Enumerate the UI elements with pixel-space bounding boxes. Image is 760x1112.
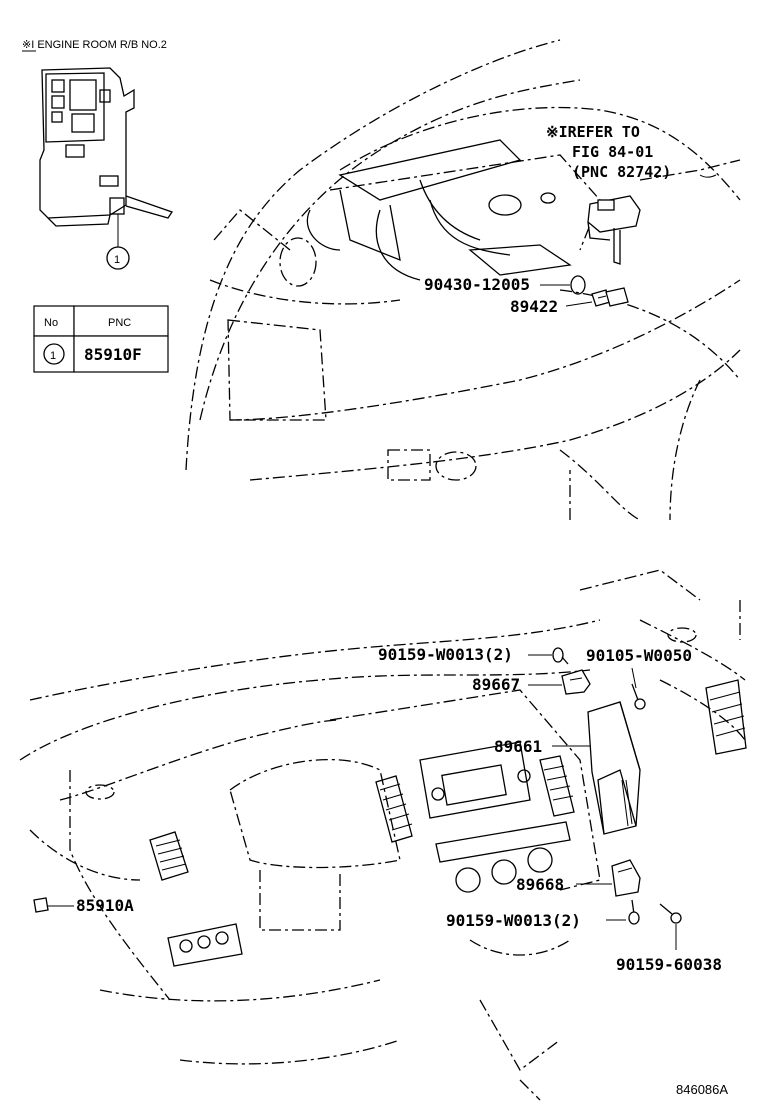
table-row-pnc: 85910F (84, 345, 142, 364)
part-90159-60038: 90159-60038 (616, 955, 722, 974)
figure-id: 846086A (676, 1082, 728, 1097)
connector-icon (33, 897, 49, 913)
part-89661: 89661 (494, 737, 542, 756)
table-header-no: No (44, 317, 58, 329)
refer-line-2: FIG 84-01 (572, 143, 653, 161)
sensor-icon (587, 195, 641, 265)
bolt-icon (659, 903, 682, 924)
part-90430-12005: 90430-12005 (424, 275, 530, 294)
refer-line-1: ※IREFER TO (546, 123, 640, 141)
part-89667: 89667 (472, 675, 520, 694)
bolt-icon (631, 683, 646, 710)
gasket-icon (570, 275, 586, 295)
part-89422: 89422 (510, 297, 558, 316)
table-header-pnc: PNC (108, 317, 131, 329)
bracket-icon (611, 859, 641, 897)
ecu-module-icon (587, 701, 641, 835)
table-row-no: 1 (50, 350, 56, 362)
part-85910a: 85910A (76, 896, 134, 915)
dashboard-icon (19, 569, 747, 1101)
callout-1-text: 1 (114, 254, 120, 266)
part-90159-w0013-top: 90159-W0013(2) (378, 645, 513, 664)
bolt-icon (628, 899, 640, 925)
bracket-icon (561, 669, 591, 695)
part-90105-w0050: 90105-W0050 (586, 646, 692, 665)
refer-line-3: (PNC 82742) (572, 163, 671, 181)
pnc-table: No PNC 1 85910F (33, 305, 169, 373)
vehicle-front-icon (185, 39, 741, 521)
fuse-box-icon: 1 (39, 67, 174, 270)
part-89668: 89668 (516, 875, 564, 894)
bolt-icon (552, 647, 569, 665)
engine-room-label: ※I ENGINE ROOM R/B NO.2 (22, 39, 167, 51)
temp-sensor-icon (591, 287, 629, 307)
part-90159-w0013-bottom: 90159-W0013(2) (446, 911, 581, 930)
